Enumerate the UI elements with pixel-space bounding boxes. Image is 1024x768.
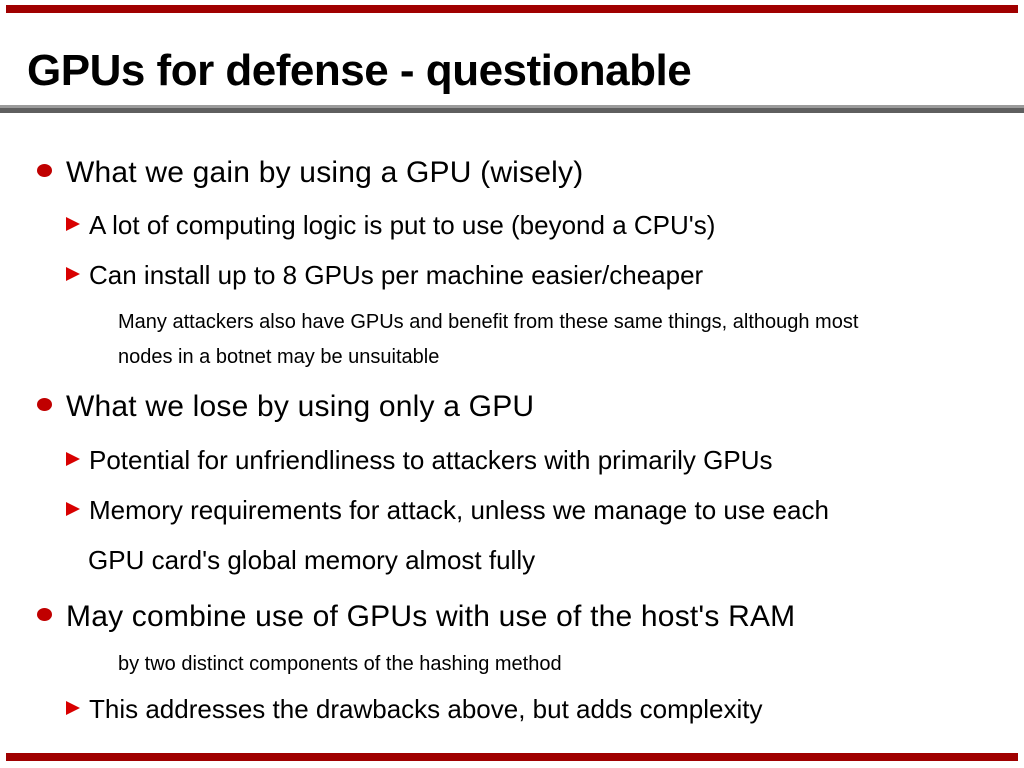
page-title: GPUs for defense - questionable <box>27 46 692 95</box>
triangle-bullet-icon <box>66 267 80 281</box>
bullet-item-level2: Can install up to 8 GPUs per machine eas… <box>66 260 703 290</box>
bullet-text: This addresses the drawbacks above, but … <box>89 694 763 724</box>
title-divider <box>0 105 1024 113</box>
bullet-item-level1: What we lose by using only a GPU <box>37 390 534 424</box>
disc-bullet-icon <box>37 608 52 621</box>
bullet-item-level2: This addresses the drawbacks above, but … <box>66 694 762 724</box>
note-text: nodes in a botnet may be unsuitable <box>118 346 440 368</box>
top-red-bar <box>6 5 1018 13</box>
triangle-bullet-icon <box>66 217 80 231</box>
bottom-red-bar <box>6 753 1018 761</box>
note-line: Many attackers also have GPUs and benefi… <box>118 310 858 334</box>
bullet-item-level2: Potential for unfriendliness to attacker… <box>66 445 773 475</box>
bullet-text: Potential for unfriendliness to attacker… <box>89 445 773 475</box>
bullet-item-level1: What we gain by using a GPU (wisely) <box>37 156 583 190</box>
note-line: by two distinct components of the hashin… <box>118 652 562 676</box>
divider-shadow <box>0 108 1024 113</box>
bullet-item-level2: Memory requirements for attack, unless w… <box>66 495 829 525</box>
bullet-text: What we gain by using a GPU (wisely) <box>66 156 584 189</box>
bullet-text: Memory requirements for attack, unless w… <box>89 495 829 525</box>
disc-bullet-icon <box>37 164 52 177</box>
bullet-item-level1: May combine use of GPUs with use of the … <box>37 600 795 634</box>
bullet-item-level2: A lot of computing logic is put to use (… <box>66 210 715 240</box>
bullet-text: What we lose by using only a GPU <box>66 390 535 423</box>
triangle-bullet-icon <box>66 452 80 466</box>
note-text: by two distinct components of the hashin… <box>118 653 562 675</box>
bullet-continuation-line: GPU card's global memory almost fully <box>88 545 535 575</box>
note-line: nodes in a botnet may be unsuitable <box>118 345 439 369</box>
triangle-bullet-icon <box>66 701 80 715</box>
bullet-text: May combine use of GPUs with use of the … <box>66 600 796 633</box>
note-text: Many attackers also have GPUs and benefi… <box>118 311 859 333</box>
bullet-text: Can install up to 8 GPUs per machine eas… <box>89 260 704 290</box>
divider-highlight <box>0 105 1024 108</box>
disc-bullet-icon <box>37 398 52 411</box>
bullet-text: GPU card's global memory almost fully <box>88 545 536 575</box>
triangle-bullet-icon <box>66 502 80 516</box>
bullet-text: A lot of computing logic is put to use (… <box>89 210 716 240</box>
